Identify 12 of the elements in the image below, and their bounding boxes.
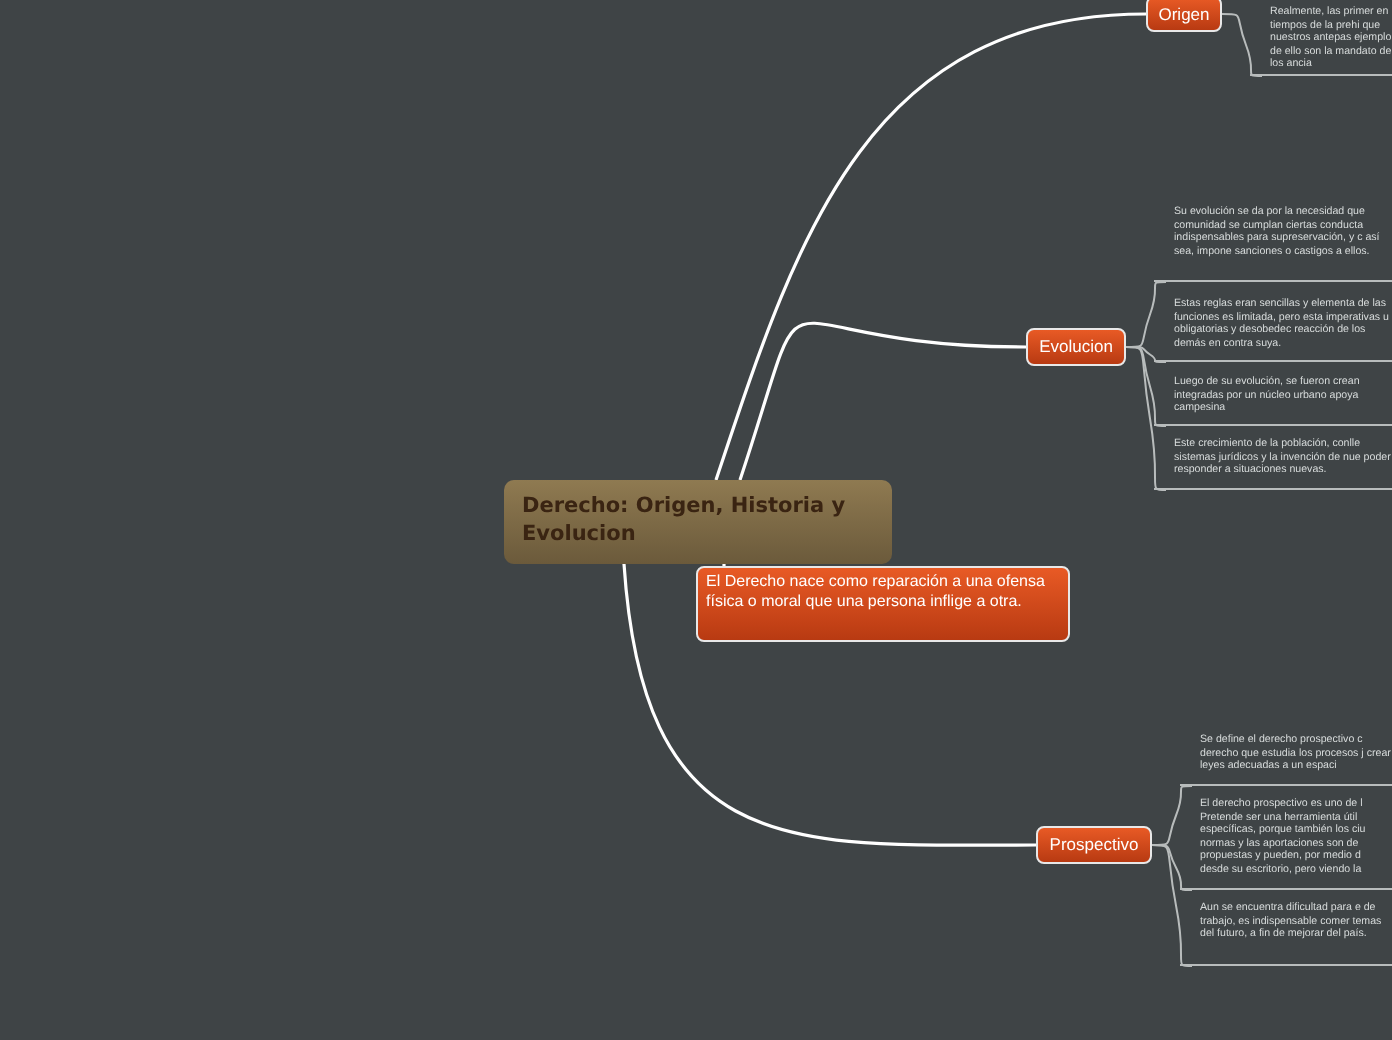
topic-box: El Derecho nace como reparación a una ofensa física o moral que una persona inflige a otra. xyxy=(696,566,1070,642)
topic-box: Prospectivo xyxy=(1036,826,1152,864)
connector-line xyxy=(738,322,1027,481)
connector-line xyxy=(722,564,726,566)
connector-line xyxy=(714,12,1147,481)
connector-line xyxy=(1221,13,1263,77)
connector-line xyxy=(622,563,1036,847)
topic-box: Origen xyxy=(1146,0,1222,32)
central-topic: Derecho: Origen, Historia y Evolucion xyxy=(504,480,892,564)
connector-line xyxy=(1125,346,1167,491)
topic-box: Evolucion xyxy=(1026,328,1126,366)
connector-line xyxy=(1151,844,1193,967)
